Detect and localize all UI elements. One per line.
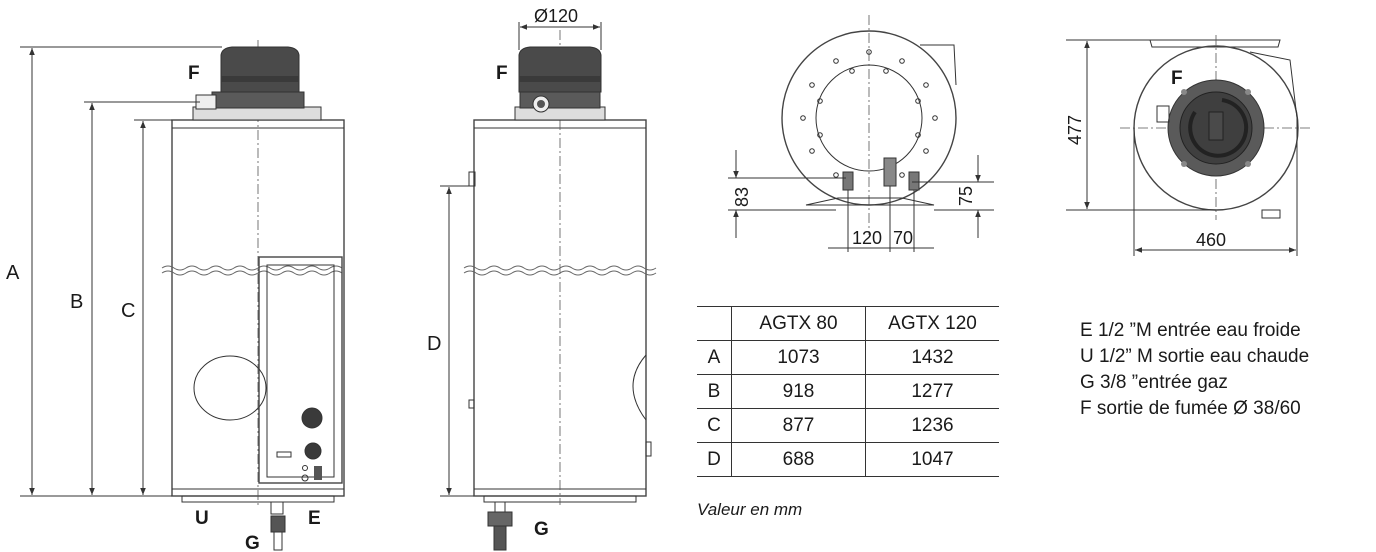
dim-label-460: 460 [1196,230,1226,250]
row-label: B [697,374,732,409]
label-flue-outlet-top: F [1171,68,1183,89]
dim-label-b: B [70,291,83,313]
cell-agtx80: 688 [731,442,866,477]
cell-agtx80: 877 [731,408,866,443]
dim-label-120: 120 [852,228,882,248]
cell-agtx120: 1047 [865,442,999,477]
top-view: 477 460 F [1065,35,1310,256]
label-cold-water-inlet: E [308,508,321,529]
cell-agtx80: 1073 [731,340,866,375]
dim-label-83: 83 [732,187,752,207]
table-corner-cell [697,306,732,341]
column-header-agtx120: AGTX 120 [865,306,999,341]
row-label: C [697,408,732,443]
dim-label-477: 477 [1065,115,1085,145]
table-row: D 688 1047 [697,442,999,477]
side-view: Ø120 D F G [427,6,657,551]
dim-label-c: C [121,300,135,322]
label-gas-inlet-side: G [534,519,549,540]
table-row: B 918 1277 [697,374,999,409]
legend-item-gas: G 3/8 ”entrée gaz [1080,372,1228,393]
legend-item-flue: F sortie de fumée Ø 38/60 [1080,398,1301,419]
bolt-ring [800,49,938,178]
cell-agtx80: 918 [731,374,866,409]
unit-note: Valeur en mm [697,500,803,519]
front-view: A B C F U E G [6,40,345,552]
bottom-view: 83 75 120 70 [728,15,994,252]
cell-agtx120: 1277 [865,374,999,409]
dim-label-d: D [427,333,441,355]
label-flue-outlet-front: F [188,63,200,84]
dim-label-75: 75 [956,186,976,206]
label-hot-water-outlet: U [195,508,209,529]
column-header-agtx80: AGTX 80 [731,306,866,341]
dim-label-70: 70 [893,228,913,248]
cell-agtx120: 1236 [865,408,999,443]
legend-item-cold-water: E 1/2 ”M entrée eau froide [1080,320,1301,341]
row-label: D [697,442,732,477]
table-row: C 877 1236 [697,408,999,443]
label-flue-outlet-side: F [496,63,508,84]
label-gas-inlet-front: G [245,533,260,552]
cell-agtx120: 1432 [865,340,999,375]
table-row: A 1073 1432 [697,340,999,375]
table-header-row: AGTX 80 AGTX 120 [697,306,999,341]
legend-item-hot-water: U 1/2” M sortie eau chaude [1080,346,1310,367]
row-label: A [697,340,732,375]
dimensions-table: AGTX 80 AGTX 120 A 1073 1432 B 918 1277 … [697,306,999,477]
dim-label-diameter-120: Ø120 [534,6,578,26]
dim-label-a: A [6,262,20,284]
connection-legend: E 1/2 ”M entrée eau froide U 1/2” M sort… [1080,318,1309,422]
